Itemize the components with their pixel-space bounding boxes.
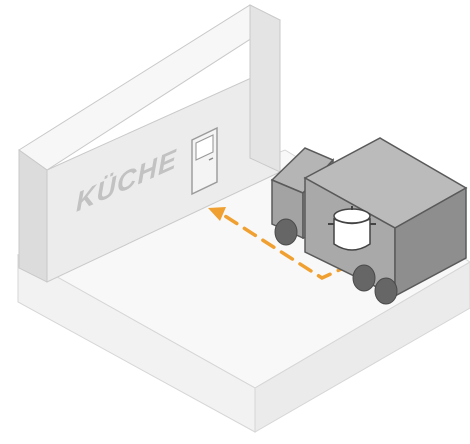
wheel-rear-1 xyxy=(353,265,375,291)
door-icon[interactable] xyxy=(192,128,217,194)
wall-end xyxy=(19,150,47,282)
wheel-rear-2 xyxy=(375,278,397,304)
cooking-pot-icon xyxy=(328,206,376,250)
pot-body xyxy=(334,219,370,250)
wall-right-end xyxy=(250,5,280,172)
wheel-front xyxy=(275,219,297,245)
